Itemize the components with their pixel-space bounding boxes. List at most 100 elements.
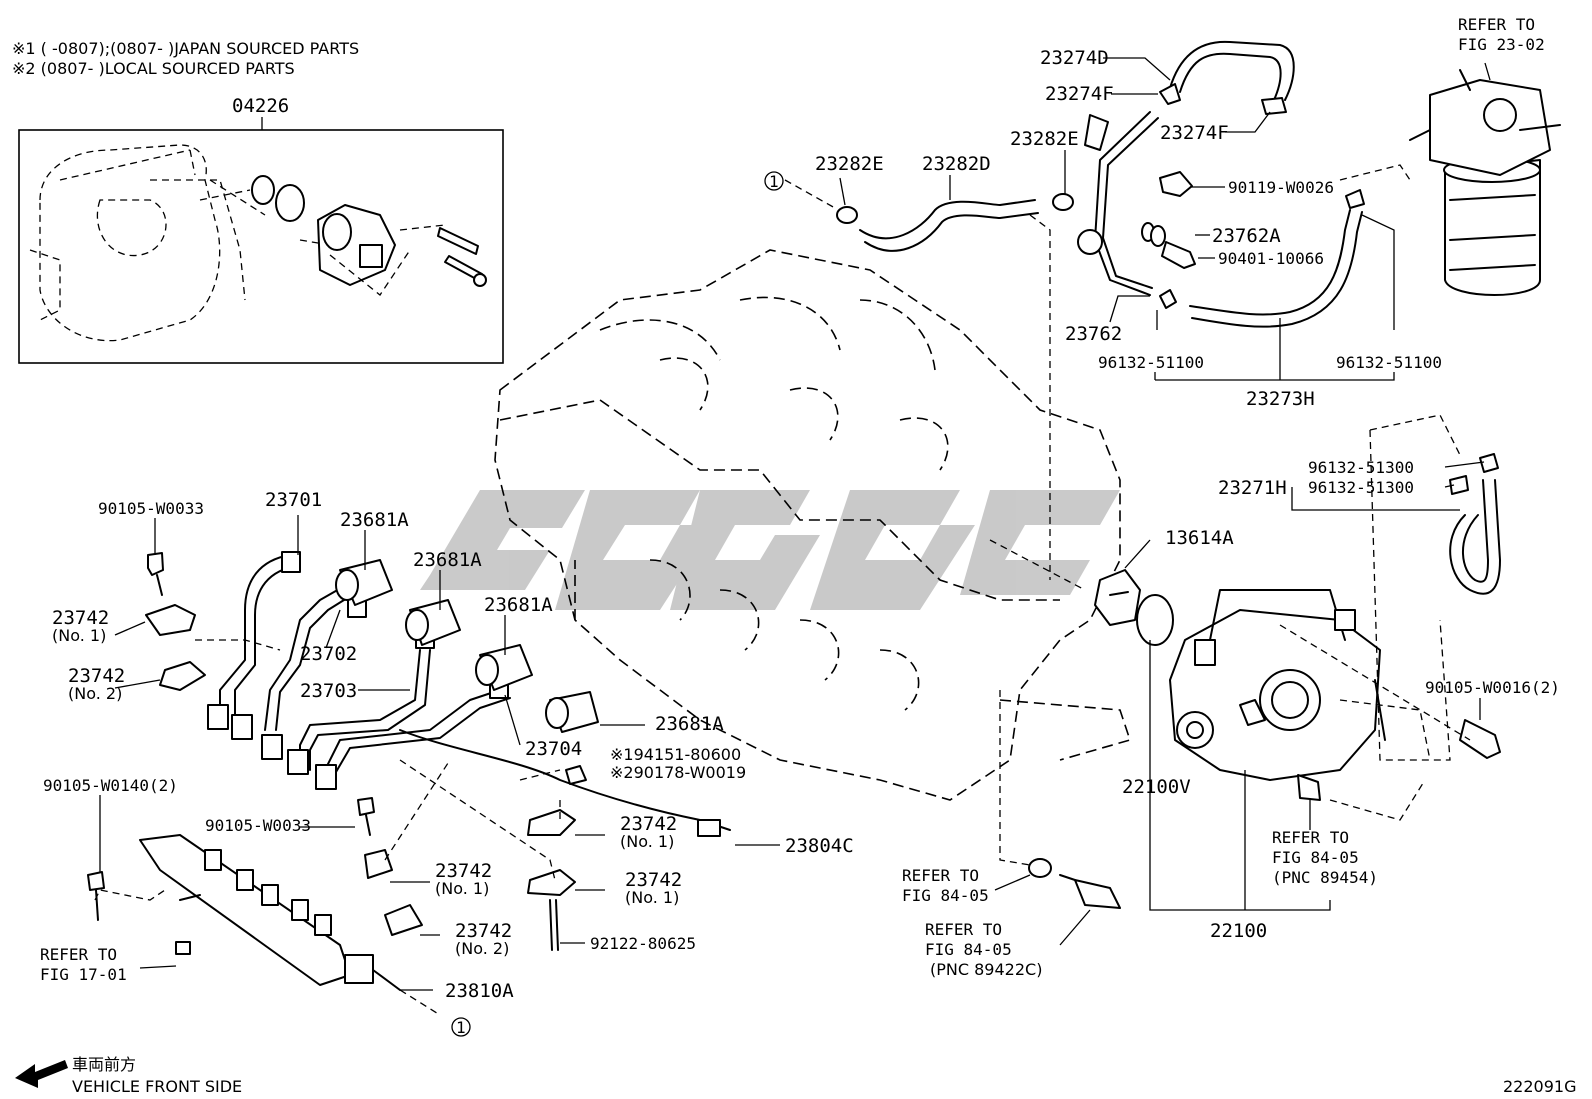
label-13614A: 13614A <box>1165 527 1234 549</box>
figure-code: 222091G <box>1503 1077 1576 1096</box>
label-23274D: 23274D <box>1040 47 1109 69</box>
label-direction-jp: 車両前方 <box>72 1055 136 1074</box>
clip-23282E-b <box>1052 193 1074 211</box>
supply-pump-22100 <box>1169 589 1386 781</box>
label-23701: 23701 <box>265 489 322 511</box>
front-arrow-icon <box>15 1060 68 1088</box>
coupling-13614A <box>1094 569 1141 626</box>
watermark-logo <box>420 490 1120 610</box>
label-no2-a: (No. 2) <box>68 684 122 703</box>
label-no1-c: (No. 1) <box>625 888 679 907</box>
sensor-89454 <box>1297 774 1321 801</box>
label-fig-17-01: FIG 17-01 <box>40 965 127 984</box>
label-96132-51100-b: 96132-51100 <box>1336 353 1442 372</box>
label-23282E-b: 23282E <box>1010 128 1079 150</box>
label-22100V: 22100V <box>1122 776 1191 798</box>
gasket-23762A <box>1141 222 1166 247</box>
svg-text:1: 1 <box>769 172 779 191</box>
label-pnc-89422C: (PNC 89422C) <box>930 960 1042 979</box>
label-90105-W0033-b: 90105-W0033 <box>205 816 311 835</box>
label-23681A-b: 23681A <box>413 549 482 571</box>
label-refer-to-b: REFER TO <box>1272 828 1349 847</box>
label-refer-to-d: REFER TO <box>902 866 979 885</box>
bolt-90401-10066 <box>1161 241 1196 269</box>
gasket-ring <box>1028 858 1052 878</box>
circle-marker-a: 1 <box>764 171 784 191</box>
label-90105-W0016: 90105-W0016(2) <box>1425 678 1560 697</box>
label-04226: 04226 <box>232 95 289 117</box>
suction-control-valve <box>317 204 446 296</box>
kit-bolts <box>437 227 487 287</box>
label-23681A-c: 23681A <box>484 594 553 616</box>
label-23681A-a: 23681A <box>340 509 409 531</box>
clamps-23742 <box>145 604 576 936</box>
bolt-90119-W0026 <box>1159 171 1193 197</box>
leader-lines <box>99 57 1491 991</box>
label-no1-d: (No. 1) <box>435 879 489 898</box>
kit-box-04226 <box>18 129 504 364</box>
label-23271H: 23271H <box>1218 477 1287 499</box>
bolt-90105-W0016 <box>1459 719 1501 759</box>
fuel-pipe-23762 <box>1077 111 1159 296</box>
sensor-89422C <box>1059 874 1121 909</box>
label-fig-23-02: FIG 23-02 <box>1458 35 1545 54</box>
label-90105-W0033-a: 90105-W0033 <box>98 499 204 518</box>
clip-23282E-a <box>836 206 858 224</box>
label-90119-W0026: 90119-W0026 <box>1228 178 1334 197</box>
label-92122-80625: 92122-80625 <box>590 934 696 953</box>
part-labels: 23274D 23274F 23274F 23282E 23282D 23282… <box>40 15 1560 1002</box>
label-96132-51300-b: 96132-51300 <box>1308 478 1414 497</box>
label-96132-51100-a: 96132-51100 <box>1098 353 1204 372</box>
label-refer-to-c: REFER TO <box>40 945 117 964</box>
clip-23274F-b <box>1261 97 1287 115</box>
label-fig-84-05-c: FIG 84-05 <box>925 940 1012 959</box>
grommets-23681A <box>335 559 599 733</box>
o-ring-22100V <box>1136 594 1174 646</box>
label-23704: 23704 <box>525 738 582 760</box>
label-23274F-b: 23274F <box>1160 122 1229 144</box>
label-ref-290178-W0019: ※290178-W0019 <box>610 763 746 782</box>
label-ref-194151-80600: ※194151-80600 <box>610 745 741 764</box>
label-23274F-a: 23274F <box>1045 83 1114 105</box>
hose-23273H <box>1159 189 1365 328</box>
label-23273H: 23273H <box>1246 388 1315 410</box>
label-fig-84-05-a: FIG 84-05 <box>1272 848 1359 867</box>
label-22100: 22100 <box>1210 920 1267 942</box>
label-23742-no1-c: 23742 <box>625 869 682 891</box>
label-23742-no1-d: 23742 <box>435 860 492 882</box>
label-no1-b: (No. 1) <box>620 832 674 851</box>
vehicle-front-indicator: 車両前方 VEHICLE FRONT SIDE <box>15 1055 242 1096</box>
label-23762: 23762 <box>1065 323 1122 345</box>
label-no1-a: (No. 1) <box>52 626 106 645</box>
common-rail-23810A <box>139 834 401 991</box>
label-90105-W0140: 90105-W0140(2) <box>43 776 178 795</box>
label-23742-no2-a: 23742 <box>68 665 125 687</box>
label-direction-en: VEHICLE FRONT SIDE <box>72 1077 242 1096</box>
pipe-connectors <box>207 551 721 837</box>
label-96132-51300-a: 96132-51300 <box>1308 458 1414 477</box>
label-23810A: 23810A <box>445 980 514 1002</box>
hose-23274D <box>1169 40 1295 101</box>
label-23282E-a: 23282E <box>815 153 884 175</box>
label-23742-no1-a: 23742 <box>52 607 109 629</box>
label-pnc-89454: (PNC 89454) <box>1272 868 1378 887</box>
label-23742-no1-b: 23742 <box>620 813 677 835</box>
label-23681A-d: 23681A <box>655 713 724 735</box>
o-rings <box>251 175 305 222</box>
hose-23282D <box>859 199 1039 252</box>
clip-23274F-a <box>1159 83 1181 105</box>
label-no2-b: (No. 2) <box>455 939 509 958</box>
note-japan-sourced: ※1 ( -0807);(0807- )JAPAN SOURCED PARTS <box>12 39 359 58</box>
label-23703: 23703 <box>300 680 357 702</box>
pump-sketch-in-kit <box>29 144 331 342</box>
label-23282D: 23282D <box>922 153 991 175</box>
label-fig-84-05-b: FIG 84-05 <box>902 886 989 905</box>
label-refer-to-e: REFER TO <box>925 920 1002 939</box>
circle-marker-b: 1 <box>451 1017 471 1037</box>
hose-23271H <box>1449 453 1501 595</box>
label-90401-10066: 90401-10066 <box>1218 249 1324 268</box>
label-23804C: 23804C <box>785 835 854 857</box>
dashed-reference-lines <box>94 164 1471 1016</box>
